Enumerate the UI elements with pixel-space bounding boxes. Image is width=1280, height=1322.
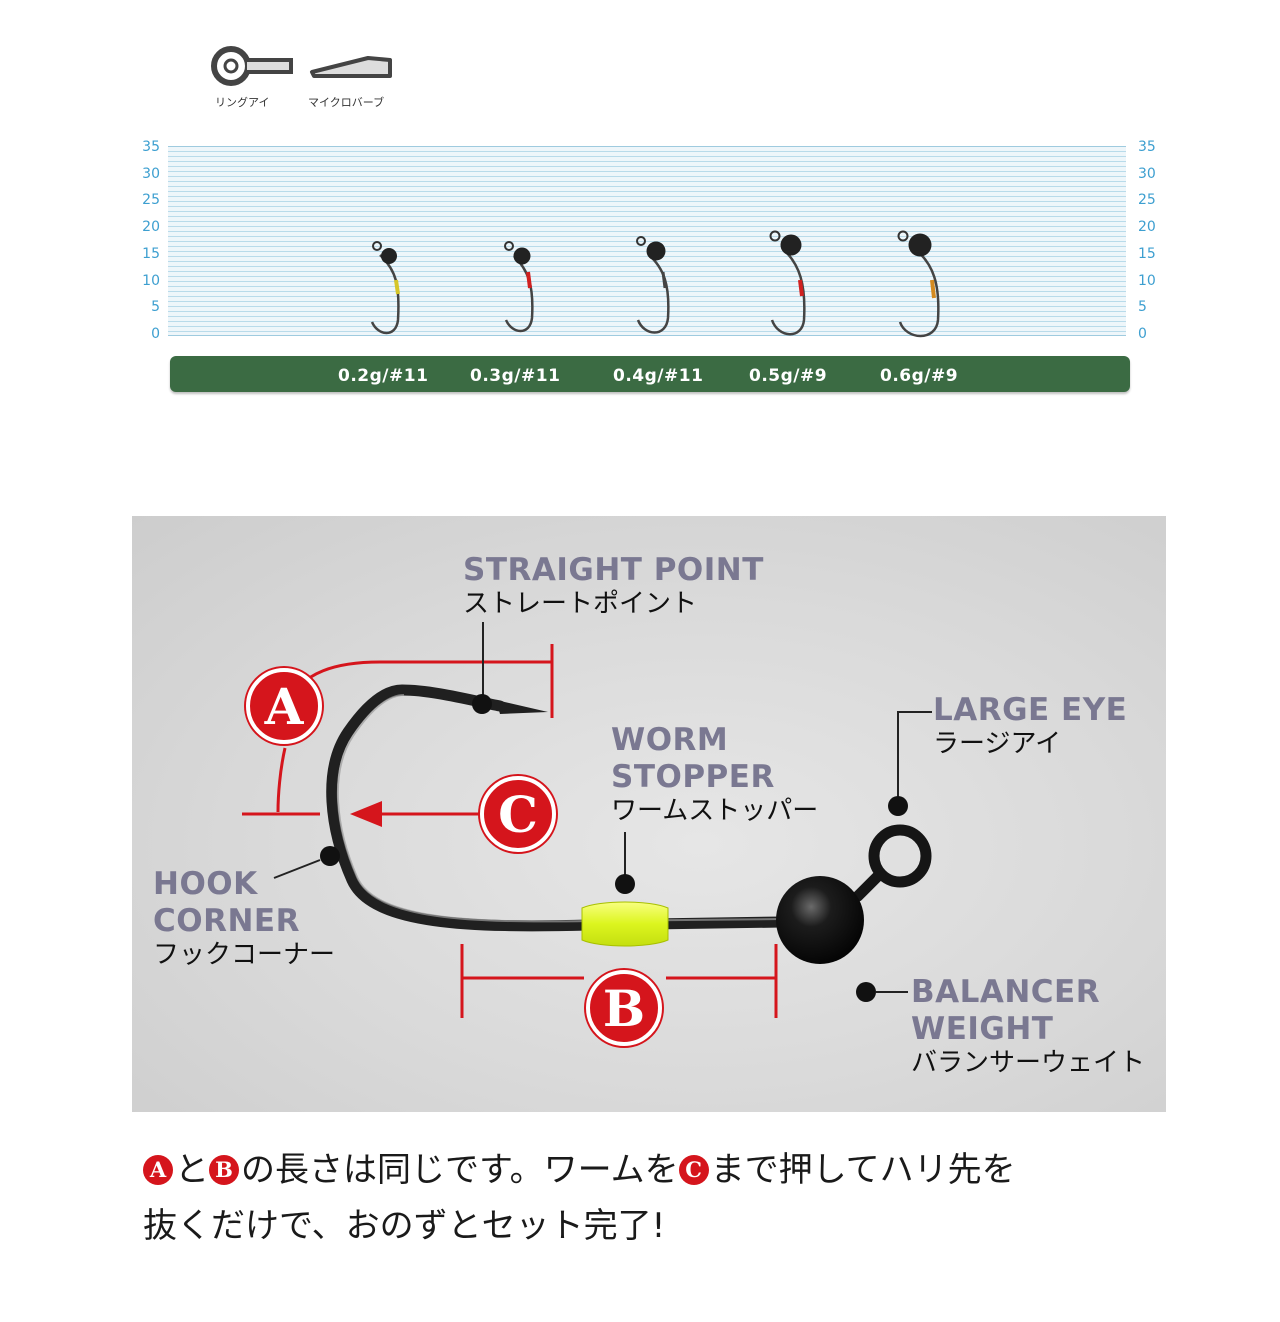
left-tick: 5 [151, 299, 160, 315]
label-hook-corner-jp: フックコーナー [153, 940, 336, 970]
caption-text-4: 抜くだけで、おのずとセット完了! [143, 1206, 666, 1246]
right-tick: 20 [1138, 219, 1156, 235]
size-label-0.5g: 0.5g/#9 [749, 366, 828, 386]
label-balancer-weight: BALANCER WEIGHT バランサーウェイト [911, 974, 1145, 1078]
leader-large-eye [888, 711, 932, 816]
size-chart-grid [168, 146, 1126, 336]
label-straight-point: STRAIGHT POINT ストレートポイント [463, 552, 764, 619]
size-label-bar [170, 356, 1130, 392]
leader-worm-stopper [615, 832, 635, 894]
label-straight-point-en: STRAIGHT POINT [463, 552, 764, 588]
label-worm-stopper-jp: ワームストッパー [611, 796, 819, 826]
balancer-weight [776, 876, 864, 964]
left-tick: 15 [142, 246, 160, 262]
label-worm-stopper-en2: STOPPER [611, 759, 775, 795]
left-tick: 20 [142, 219, 160, 235]
label-worm-stopper: WORM STOPPER ワームストッパー [611, 722, 818, 826]
size-label-0.4g: 0.4g/#11 [613, 366, 704, 386]
size-label-0.2g: 0.2g/#11 [338, 366, 429, 386]
label-balancer-weight-jp: バランサーウェイト [911, 1048, 1146, 1078]
caption-badge-b: B [209, 1155, 239, 1185]
left-scale: 35 30 25 20 15 10 5 0 [128, 140, 160, 346]
label-large-eye-en: LARGE EYE [933, 692, 1128, 728]
left-tick: 35 [142, 139, 160, 155]
label-balancer-weight-en2: WEIGHT [911, 1011, 1054, 1047]
arrow-c [350, 801, 482, 827]
right-tick: 35 [1138, 139, 1156, 155]
label-large-eye: LARGE EYE ラージアイ [933, 692, 1127, 759]
label-straight-point-jp: ストレートポイント [463, 589, 698, 619]
left-tick: 10 [142, 273, 160, 289]
right-tick: 5 [1138, 299, 1147, 315]
hook-wire [326, 684, 788, 932]
jig-icon-0.6g [897, 230, 940, 338]
caption-text-3: まで押してハリ先を [710, 1150, 1016, 1190]
jig-icon-0.4g [636, 236, 670, 334]
dimension-b [460, 944, 778, 1018]
jig-size-icons [370, 230, 940, 338]
caption-badge-a: A [143, 1155, 173, 1185]
ring-eye-icon [211, 46, 293, 86]
micro-barb-legend: マイクロバーブ [308, 52, 400, 112]
jig-icon-0.3g [504, 241, 534, 333]
hook-diagram [242, 622, 932, 1018]
label-balancer-weight-en1: BALANCER [911, 974, 1101, 1010]
right-tick: 15 [1138, 246, 1156, 262]
right-tick: 10 [1138, 273, 1156, 289]
leader-straight-point [472, 622, 492, 714]
left-tick: 0 [151, 326, 160, 342]
marker-b-badge: B [586, 970, 662, 1046]
right-scale: 35 30 25 20 15 10 5 0 [1138, 140, 1170, 346]
leader-hook-corner [273, 846, 340, 879]
micro-barb-label: マイクロバーブ [308, 96, 385, 109]
worm-stopper [581, 901, 669, 947]
jig-icon-0.5g [769, 230, 806, 336]
jig-icon-0.2g [370, 241, 400, 335]
micro-barb-icon [310, 56, 392, 78]
label-large-eye-jp: ラージアイ [933, 729, 1062, 759]
ring-eye-label: リングアイ [215, 96, 270, 109]
leader-balancer-weight [856, 982, 908, 1002]
marker-a-badge: A [246, 668, 322, 744]
label-hook-corner-en2: CORNER [153, 903, 300, 939]
size-label-0.6g: 0.6g/#9 [880, 366, 959, 386]
left-tick: 25 [142, 192, 160, 208]
right-tick: 30 [1138, 166, 1156, 182]
size-label-0.3g: 0.3g/#11 [470, 366, 561, 386]
marker-c-badge: C [480, 776, 556, 852]
right-tick: 0 [1138, 326, 1147, 342]
label-worm-stopper-en1: WORM [611, 722, 729, 758]
right-tick: 25 [1138, 192, 1156, 208]
left-tick: 30 [142, 166, 160, 182]
label-hook-corner: HOOK CORNER フックコーナー [153, 866, 335, 970]
large-eye [852, 824, 932, 902]
caption-badge-c: C [678, 1155, 709, 1185]
ring-eye-legend: リングアイ [207, 42, 297, 112]
label-hook-corner-en1: HOOK [153, 866, 258, 902]
caption-text-1: と [175, 1150, 209, 1190]
caption-text-2: の長さは同じです。ワームを [241, 1150, 679, 1190]
